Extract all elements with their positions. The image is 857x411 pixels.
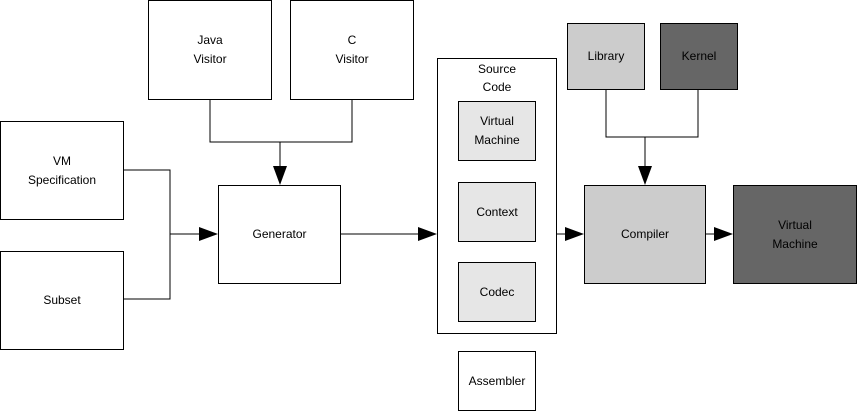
codec-label: Codec [479,284,515,299]
java-visitor-label-line2: Visitor [193,52,227,66]
assembler-box: Assembler [458,351,536,411]
subset-box: Subset [0,251,124,350]
java-visitor-label-line1: Java [197,33,223,47]
virtual-machine-output-label-line1: Virtual [778,217,812,232]
c-visitor-label-line1: C [347,33,357,47]
c-visitor-label-line2: Visitor [335,52,369,66]
context-label: Context [476,204,518,219]
vm-specification-label-line1: VM [53,153,71,168]
c-visitor-box: C Visitor [290,0,414,100]
arrowhead-source-left [418,227,437,241]
edge-libs-to-compiler [605,90,699,138]
source-code-label-line2: Code [482,80,512,94]
virtual-machine-inner-box: Virtual Machine [458,101,536,161]
generator-box: Generator [218,185,341,284]
source-code-label-line1: Source [477,62,517,76]
compiler-box: Compiler [584,185,706,284]
virtual-machine-inner-label-line1: Virtual [480,114,514,128]
vm-specification-label-line2: Specification [27,172,97,187]
library-box: Library [567,23,645,90]
compiler-label: Compiler [620,227,669,241]
kernel-label: Kernel [681,49,717,63]
codec-box: Codec [458,262,536,322]
arrowhead-compiler-left [565,227,584,241]
arrowhead-generator-top [273,166,287,185]
generator-label: Generator [252,227,307,241]
virtual-machine-inner-label-line2: Machine [474,133,520,147]
context-box: Context [458,182,536,242]
arrowhead-compiler-top [638,166,652,185]
subset-label: Subset [43,293,81,307]
arrowhead-generator-left [199,227,218,241]
edge-inputs-to-generator [124,169,171,300]
arrowhead-vm-left [714,227,733,241]
virtual-machine-output-label-line2: Machine [772,236,818,251]
edge-visitors-to-generator [209,100,353,143]
virtual-machine-output-box: Virtual Machine [733,185,857,284]
java-visitor-box: Java Visitor [148,0,272,100]
assembler-label: Assembler [468,373,526,388]
library-label: Library [587,49,625,63]
kernel-box: Kernel [660,23,738,90]
vm-specification-box: VM Specification [0,121,124,220]
